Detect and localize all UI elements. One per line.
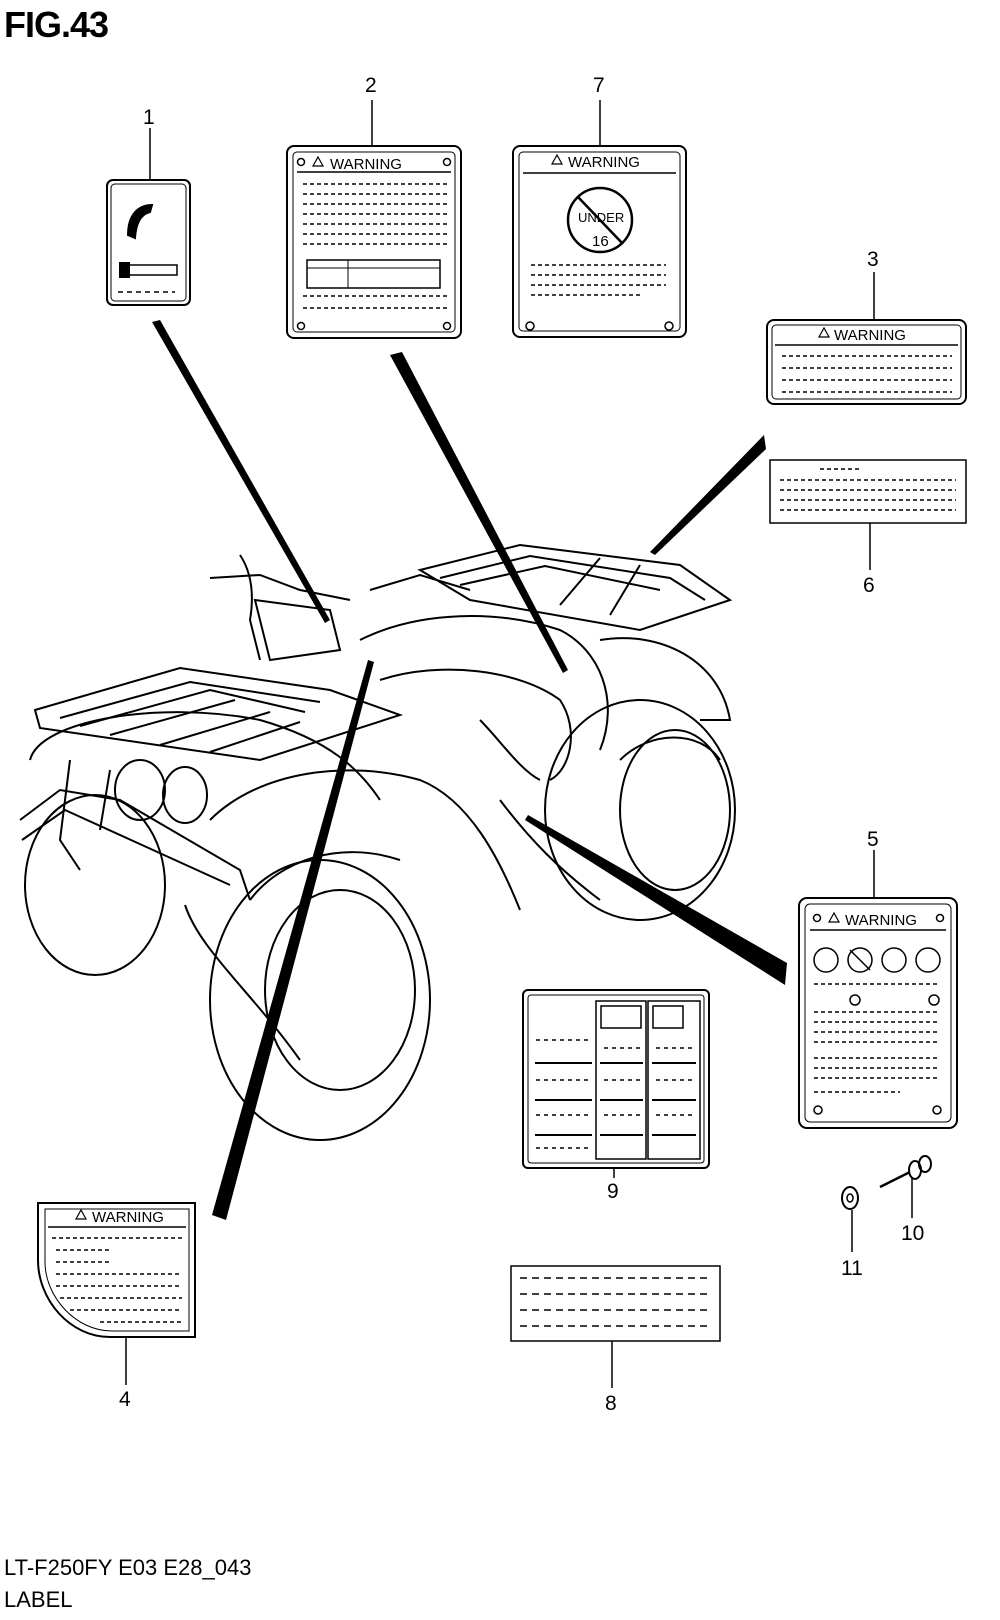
warning-triangle-icon: [311, 155, 325, 167]
callout-11: 11: [841, 1257, 863, 1280]
callout-8: 8: [605, 1392, 617, 1415]
callout-6: 6: [863, 574, 875, 597]
label-3-warning: [766, 272, 967, 405]
callout-10: 10: [901, 1222, 924, 1245]
label-2-warning: [286, 100, 462, 339]
atv-outline: [19, 543, 736, 1141]
label-4-warning-text: WARNING: [92, 1209, 164, 1226]
part-11-washer: [841, 1186, 859, 1252]
leader-lines: [152, 320, 787, 1220]
callout-2: 2: [365, 74, 377, 97]
label-7-under16: [512, 100, 687, 338]
part-10-rivet: [879, 1155, 932, 1218]
warning-triangle-icon: [550, 153, 564, 165]
callout-1: 1: [143, 106, 155, 129]
model-code: LT-F250FY E03 E28_043: [4, 1555, 252, 1580]
figure-title: FIG.43: [4, 4, 109, 45]
callout-5: 5: [867, 828, 879, 851]
label-6: [769, 459, 967, 570]
label-1-throttle: [106, 128, 191, 306]
label-2-warning-text: WARNING: [330, 156, 402, 173]
warning-triangle-icon: [74, 1208, 88, 1220]
section-name: LABEL: [4, 1587, 73, 1612]
label-7-age-text: 16: [592, 233, 609, 250]
label-4-warning: [37, 1202, 196, 1385]
warning-triangle-icon: [827, 911, 841, 923]
label-8: [510, 1265, 721, 1388]
label-5-warning-text: WARNING: [845, 912, 917, 929]
label-7-warning-text: WARNING: [568, 154, 640, 171]
warning-triangle-icon: [817, 326, 831, 338]
label-3-warning-text: WARNING: [834, 327, 906, 344]
callout-3: 3: [867, 248, 879, 271]
callout-7: 7: [593, 74, 605, 97]
label-7-under-text: UNDER: [578, 210, 624, 225]
label-9-spec-panel: [522, 989, 710, 1178]
callout-4: 4: [119, 1388, 131, 1411]
callout-9: 9: [607, 1180, 619, 1203]
label-5-warning-pictograms: [798, 850, 958, 1129]
